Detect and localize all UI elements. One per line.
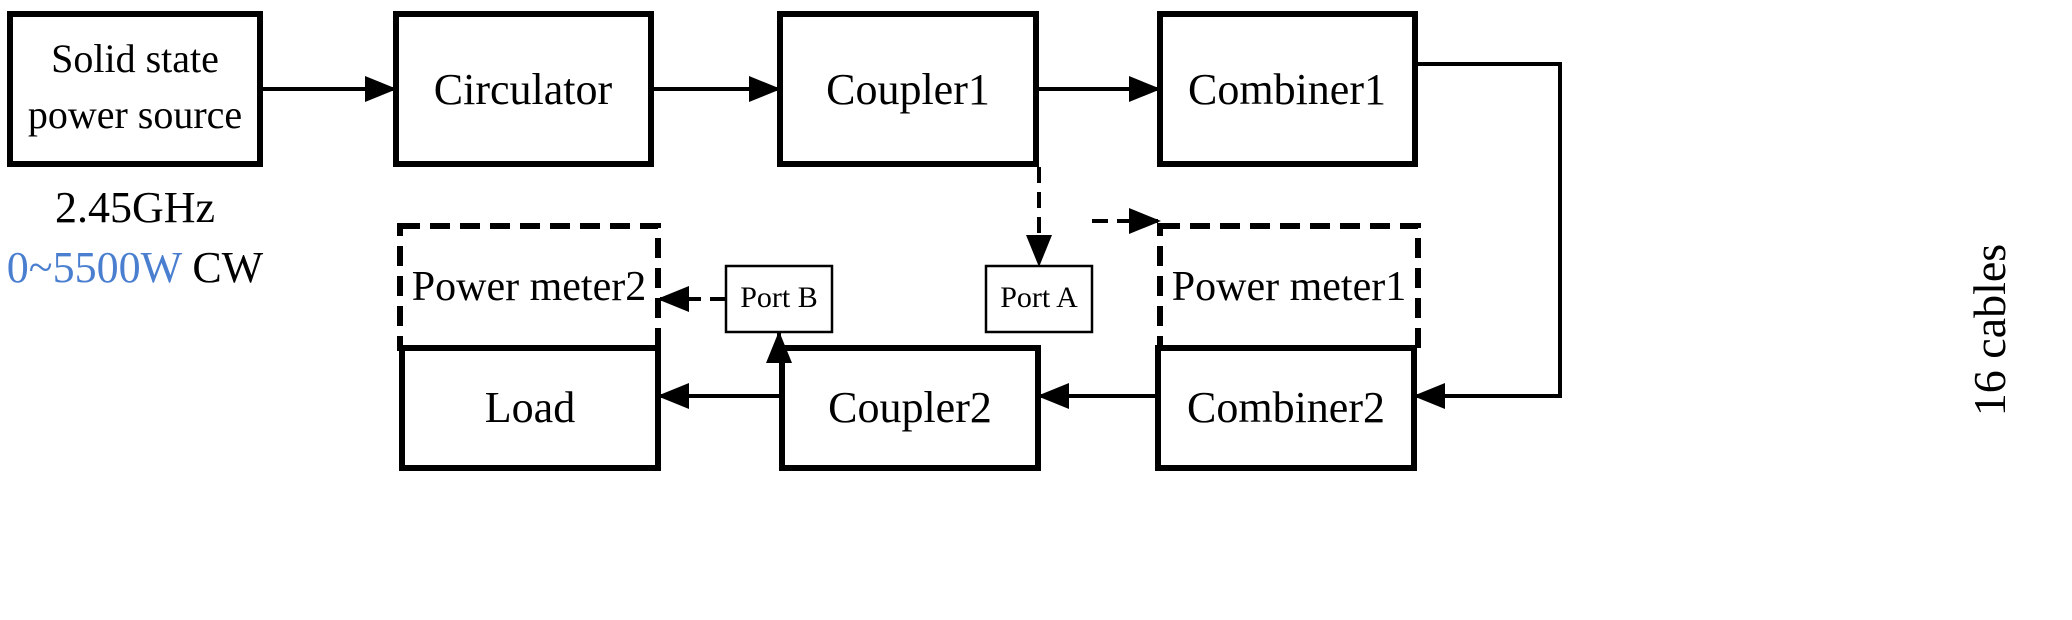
combiner2-label: Combiner2	[1187, 383, 1385, 432]
source-label-line1: Solid state	[51, 36, 219, 81]
cable-combiner1-to-combiner2	[1413, 62, 1562, 409]
power-meter1-label: Power meter1	[1172, 264, 1406, 310]
power-annotation: 0~5500W CW	[7, 243, 264, 292]
circulator-label: Circulator	[434, 65, 613, 114]
port-b-label: Port B	[740, 281, 818, 314]
coupler1-label: Coupler1	[826, 65, 990, 114]
block-power-meter2: Power meter2	[397, 223, 661, 351]
block-port-a: Port A	[984, 264, 1094, 334]
combiner1-label: Combiner1	[1188, 65, 1386, 114]
coupler2-label: Coupler2	[828, 383, 992, 432]
mode-text: CW	[192, 243, 263, 292]
power-range-text: 0~5500W	[7, 243, 183, 292]
frequency-annotation: 2.45GHz	[55, 183, 215, 232]
block-coupler2: Coupler2	[779, 345, 1041, 471]
power-meter2-label: Power meter2	[412, 264, 646, 310]
port-a-label: Port A	[1000, 281, 1078, 314]
block-solid-state-source: Solid state power source	[7, 11, 263, 167]
block-coupler1: Coupler1	[777, 11, 1039, 167]
block-combiner1: Combiner1	[1157, 11, 1418, 167]
block-load: Load	[399, 345, 661, 471]
source-label-line2: power source	[28, 92, 242, 137]
block-power-meter1: Power meter1	[1157, 223, 1421, 351]
block-port-b: Port B	[724, 264, 834, 334]
cables-annotation: 16 cables	[1964, 244, 2015, 416]
block-combiner2: Combiner2	[1155, 345, 1417, 471]
block-circulator: Circulator	[393, 11, 654, 167]
load-label: Load	[485, 383, 575, 432]
